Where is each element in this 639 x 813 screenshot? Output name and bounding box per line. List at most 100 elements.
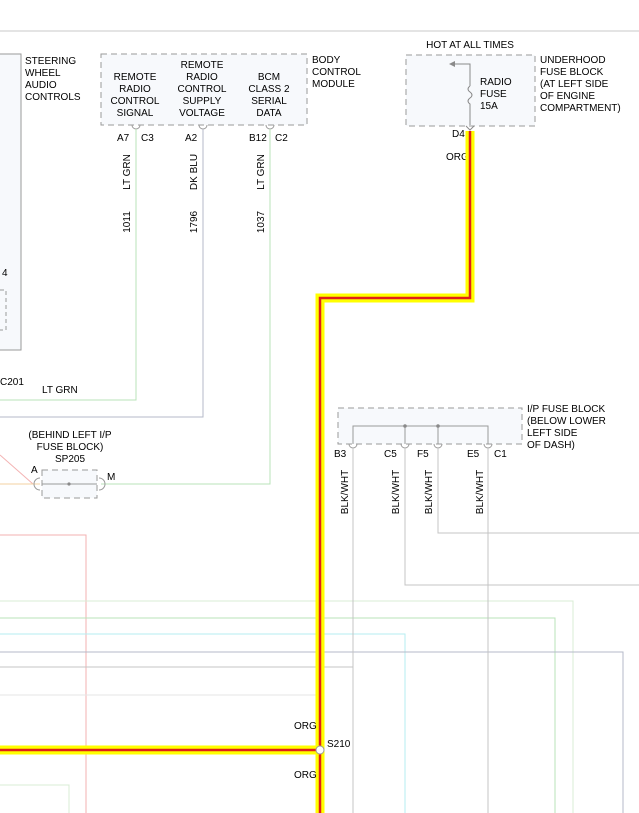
bcm-section-2-line-2: RADIO [186,72,218,83]
highlighted-org-circuit [0,131,475,813]
wire-1-circuit: 1011 [122,211,133,233]
blk-wht-wire-c5 [404,448,639,586]
ip-fuse-node-f5 [436,424,440,428]
lt-grn-bus-label: LT GRN [42,385,78,396]
ip-terminal-f5 [433,443,443,449]
bcm-section-1-line-1: REMOTE [114,72,157,83]
ip-pin-b3: B3 [334,449,347,460]
connector-c201-label: C201 [0,377,24,388]
bcm-section-2-line-5: VOLTAGE [179,108,225,119]
s210-wire-color-above: ORG [294,721,317,732]
wire-2-color: DK BLU [189,154,200,190]
sp205-name: SP205 [55,454,85,465]
underhood-wire-color: ORG [446,152,469,163]
blk-wht-label-f5: BLK/WHT [424,470,435,514]
underhood-fuse-block: HOT AT ALL TIMES RADIO FUSE 15A UNDERHOO… [405,40,621,163]
sp205-pin-m-cup [98,477,106,491]
wire-1011-lt-grn [0,129,137,401]
bcm-section-1-line-3: CONTROL [111,96,160,107]
green-wire [0,617,556,813]
cyan-wire [0,633,406,813]
steering-wheel-inner-box [0,289,7,331]
ip-pin-c5: C5 [384,449,397,460]
bcm-title-line-2: CONTROL [312,67,361,78]
bcm-section-1-line-2: RADIO [119,84,151,95]
bcm-section-2-line-3: CONTROL [178,84,227,95]
gray-wire [0,666,354,813]
bcm-pin-2: A2 [185,133,198,144]
steering-wheel-partial-pin: 4 [2,268,8,279]
pink-wire-diagonal [0,454,34,485]
s210-name: S210 [327,739,351,750]
ip-fuse-block: I/P FUSE BLOCK (BELOW LOWER LEFT SIDE OF… [334,404,639,813]
bcm-connector-1: C3 [141,133,154,144]
bcm-section-3-line-1: BCM [258,72,280,83]
background-wires [0,454,624,813]
ip-fuse-title-line-2: (BELOW LOWER [527,416,606,427]
bcm-pin-1: A7 [117,133,130,144]
ip-terminal-b3 [348,443,358,449]
underhood-pin: D4 [452,129,465,140]
bcm-terminal-3 [265,124,275,130]
sp205-note-line-2: FUSE BLOCK) [37,442,104,453]
pink-wire [0,534,87,813]
blk-wht-wire-f5 [437,448,639,534]
wire-1-color: LT GRN [122,154,133,190]
bcm-section-2-line-1: REMOTE [181,60,224,71]
underhood-terminal [465,125,475,131]
ip-fuse-bus [352,425,489,444]
radio-fuse-line-1: RADIO [480,77,512,88]
wire-2-circuit: 1796 [189,210,200,233]
pale-green-wire-low [0,784,70,813]
bcm-terminal-1 [131,124,141,130]
radio-fuse-line-2: FUSE [480,89,507,100]
body-control-module: BODY CONTROL MODULE REMOTE RADIO CONTROL… [100,53,361,144]
splice-sp205: (BEHIND LEFT I/P FUSE BLOCK) SP205 A M [28,430,115,499]
underhood-title-line-4: OF ENGINE [540,91,595,102]
bcm-section-3-line-3: SERIAL [251,96,287,107]
underhood-title-line-3: (AT LEFT SIDE [540,79,609,90]
ip-terminal-e5 [483,443,493,449]
sp205-pin-a-cup [33,477,41,491]
steering-wheel-label-line-4: CONTROLS [25,92,81,103]
wire-1037-lt-grn [101,129,271,485]
s210-node [315,745,325,755]
bcm-section-3-line-2: CLASS 2 [248,84,290,95]
ip-fuse-node-c5 [403,424,407,428]
bcm-terminal-2 [198,124,208,130]
ip-fuse-title-line-1: I/P FUSE BLOCK [527,404,606,415]
blk-wht-label-b3: BLK/WHT [340,470,351,514]
blk-wht-label-c5: BLK/WHT [391,470,402,514]
ip-pin-c1: C1 [494,449,507,460]
wire-3-circuit: 1037 [256,210,267,233]
sp205-node [67,482,71,486]
bcm-box [100,53,308,126]
sp205-pin-a: A [31,465,38,476]
org-wire-core [318,131,472,813]
steering-wheel-label-line-3: AUDIO [25,80,57,91]
steering-wheel-label-line-2: WHEEL [25,68,61,79]
hot-feed-line [451,63,471,86]
bcm-section-2-line-4: SUPPLY [183,96,222,107]
sp205-pin-m: M [107,472,115,483]
s210-wire-color-below: ORG [294,770,317,781]
underhood-title-line-1: UNDERHOOD [540,55,606,66]
bcm-wires: LT GRN 1011 DK BLU 1796 LT GRN 1037 C201… [0,129,271,485]
wire-1796-dk-blu [0,129,204,418]
bcm-section-1-line-4: SIGNAL [117,108,154,119]
wire-3-color: LT GRN [256,154,267,190]
ip-pin-f5: F5 [417,449,429,460]
blk-wht-label-e5: BLK/WHT [475,470,486,514]
steering-wheel-box [0,53,22,351]
bcm-pin-3: B12 [249,133,267,144]
hot-feed-arrow [449,61,455,67]
ip-pin-e5: E5 [467,449,480,460]
hot-at-all-times-label: HOT AT ALL TIMES [426,40,514,51]
steering-wheel-label-line-1: STEERING [25,56,76,67]
underhood-title-line-2: FUSE BLOCK [540,67,604,78]
ip-terminal-c5 [400,443,410,449]
sp205-note-line-1: (BEHIND LEFT I/P [28,430,111,441]
steering-wheel-audio-controls: 4 STEERING WHEEL AUDIO CONTROLS [0,53,81,351]
pale-green-wire [0,600,574,813]
